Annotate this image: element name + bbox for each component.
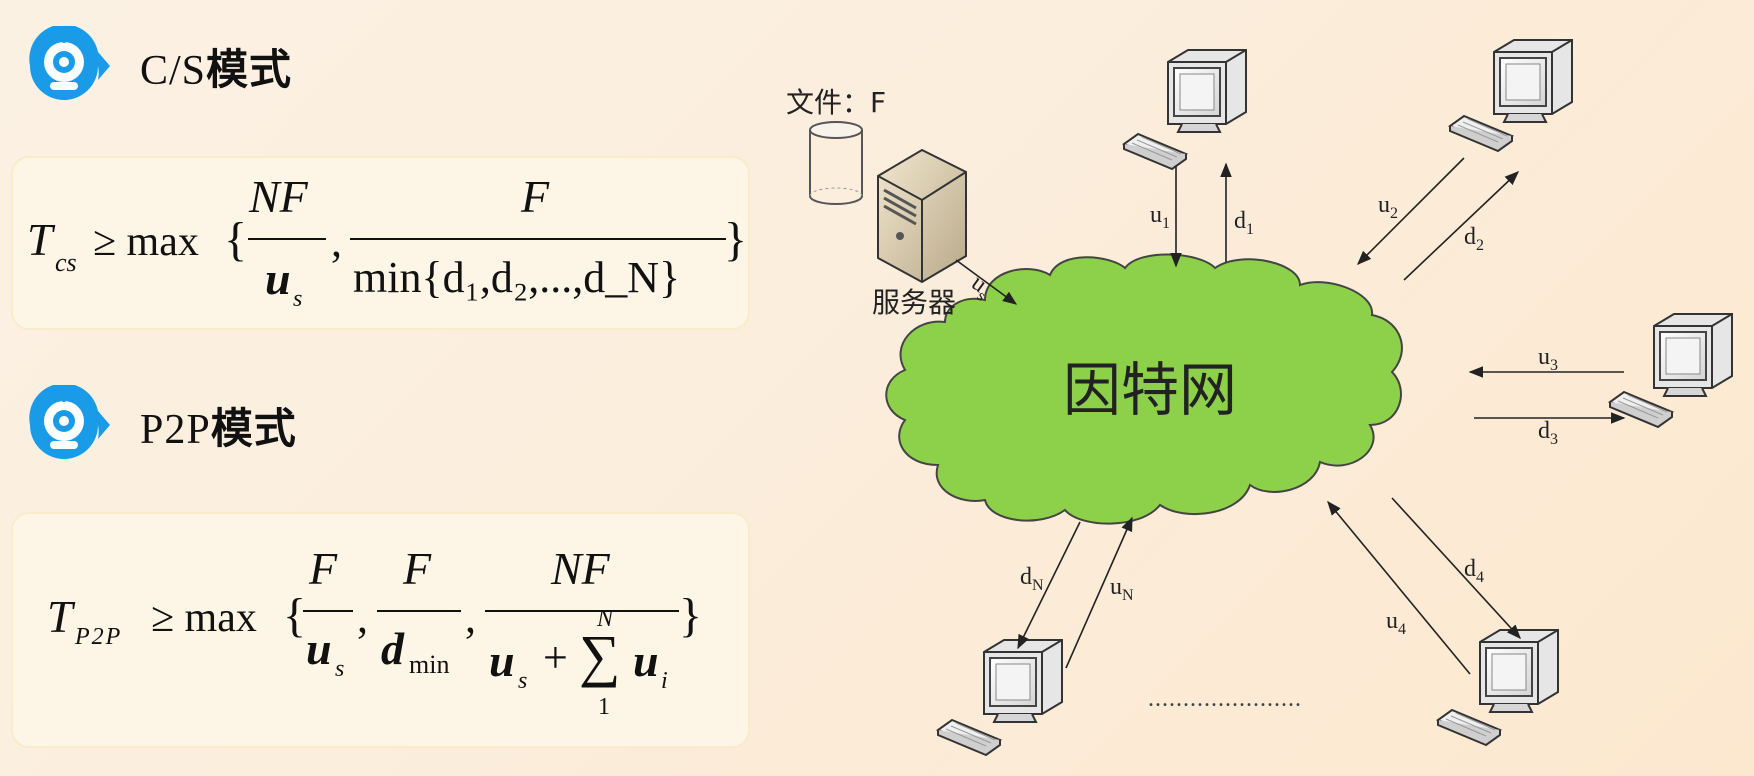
- computer-monitor-icon: [1167, 49, 1247, 133]
- cs-close-brace: }: [724, 213, 748, 266]
- cs-term2-fraction-bar: [350, 238, 726, 240]
- p2p-term3-denominator-var: u: [489, 635, 515, 686]
- dN-arrow: [1017, 521, 1081, 650]
- u3-label: u3: [1538, 344, 1558, 374]
- p2p-term1-denominator-sub: s: [335, 656, 345, 682]
- internet-cloud: [885, 253, 1403, 525]
- cs-comma: ,: [331, 217, 342, 266]
- u2-label: u2: [1378, 192, 1398, 222]
- server-tower-icon: [877, 148, 967, 284]
- d2-label: d2: [1464, 224, 1484, 254]
- p2p-lhs-subscript: P2P: [75, 624, 123, 650]
- p2p-sum-lower: 1: [598, 694, 610, 720]
- cs-lhs-subscript: cs: [55, 248, 77, 277]
- database-cylinder-icon: [809, 121, 863, 205]
- p2p-term1-denominator: u: [306, 623, 332, 674]
- p2p-sum-sub: i: [661, 668, 668, 694]
- cs-term2-numerator: F: [521, 171, 550, 222]
- d4-label: d4: [1464, 556, 1484, 586]
- keyboard-icon: [937, 719, 1001, 756]
- p2p-comma-1: ,: [357, 593, 368, 642]
- p2p-term2-fraction-bar: [377, 610, 461, 612]
- camera-bubble-icon: [29, 385, 110, 459]
- p2p-close-brace: }: [679, 589, 703, 642]
- d1-label: d1: [1234, 208, 1254, 238]
- d2-arrow: [1403, 171, 1520, 281]
- p2p-term3-plus: +: [543, 633, 568, 682]
- uN-arrow: [1065, 516, 1133, 669]
- cs-term1-numerator: NF: [249, 171, 308, 222]
- p2p-sum-upper: N: [597, 606, 614, 632]
- cs-term1-fraction-bar: [248, 238, 326, 240]
- p2p-term2-numerator: F: [403, 543, 432, 594]
- computer-monitor-icon: [983, 639, 1063, 723]
- uN-label: uN: [1110, 574, 1134, 604]
- u4-label: u4: [1386, 608, 1406, 638]
- u2-arrow: [1356, 157, 1465, 266]
- u1-label: u1: [1150, 202, 1170, 232]
- cs-relation: ≥ max: [93, 219, 199, 265]
- p2p-term1-fraction-bar: [303, 610, 353, 612]
- computer-monitor-icon: [1479, 629, 1559, 713]
- p2p-section-heading: P2P模式: [24, 385, 297, 465]
- d4-arrow: [1391, 497, 1521, 640]
- p2p-relation: ≥ max: [151, 595, 257, 641]
- keyboard-icon: [1449, 115, 1513, 152]
- p2p-lhs-symbol: T: [47, 591, 73, 642]
- dN-label: dN: [1020, 564, 1044, 594]
- p2p-term2-denominator: d: [381, 623, 404, 674]
- server-label: 服务器: [872, 286, 956, 319]
- cs-section-heading: C/S模式: [24, 26, 292, 106]
- d3-label: d3: [1538, 418, 1558, 448]
- keyboard-icon: [1123, 133, 1187, 170]
- u4-arrow: [1327, 500, 1471, 675]
- camera-bubble-icon: [29, 26, 110, 100]
- internet-label: 因特网: [1063, 356, 1237, 424]
- p2p-mode-title: P2P模式: [140, 403, 297, 453]
- p2p-term1-numerator: F: [309, 543, 338, 594]
- cs-open-brace: {: [224, 213, 248, 266]
- cs-mode-title: C/S模式: [140, 44, 293, 94]
- keyboard-icon: [1609, 391, 1673, 428]
- p2p-sum-symbol: ∑: [579, 623, 621, 688]
- cs-term2-denominator: min{d₁,d₂,...,d_N}: [353, 253, 681, 302]
- computer-monitor-icon: [1493, 39, 1573, 123]
- p2p-term3-numerator: NF: [551, 543, 610, 594]
- cs-formula-box: T cs ≥ max { NF u s , F min{d₁,d₂,...,d_…: [11, 156, 750, 330]
- p2p-term3-denominator-sub: s: [518, 668, 528, 694]
- p2p-comma-2: ,: [465, 593, 476, 642]
- keyboard-icon: [1437, 709, 1501, 746]
- more-peers-ellipsis: ......................: [1148, 686, 1302, 712]
- cs-term1-denominator: u: [265, 253, 291, 304]
- computer-monitor-icon: [1653, 313, 1733, 397]
- file-label: 文件：F: [786, 86, 886, 119]
- p2p-formula-box: T P2P ≥ max { F u s , F d min , NF u s +…: [11, 512, 750, 748]
- cs-term1-denominator-sub: s: [293, 286, 303, 312]
- p2p-term3-fraction-bar: [485, 610, 679, 612]
- us-arrow: [955, 259, 1018, 305]
- p2p-open-brace: {: [283, 589, 307, 642]
- p2p-sum-var: u: [633, 635, 659, 686]
- cs-lhs-symbol: T: [27, 214, 53, 265]
- p2p-term2-denominator-sub: min: [409, 650, 450, 679]
